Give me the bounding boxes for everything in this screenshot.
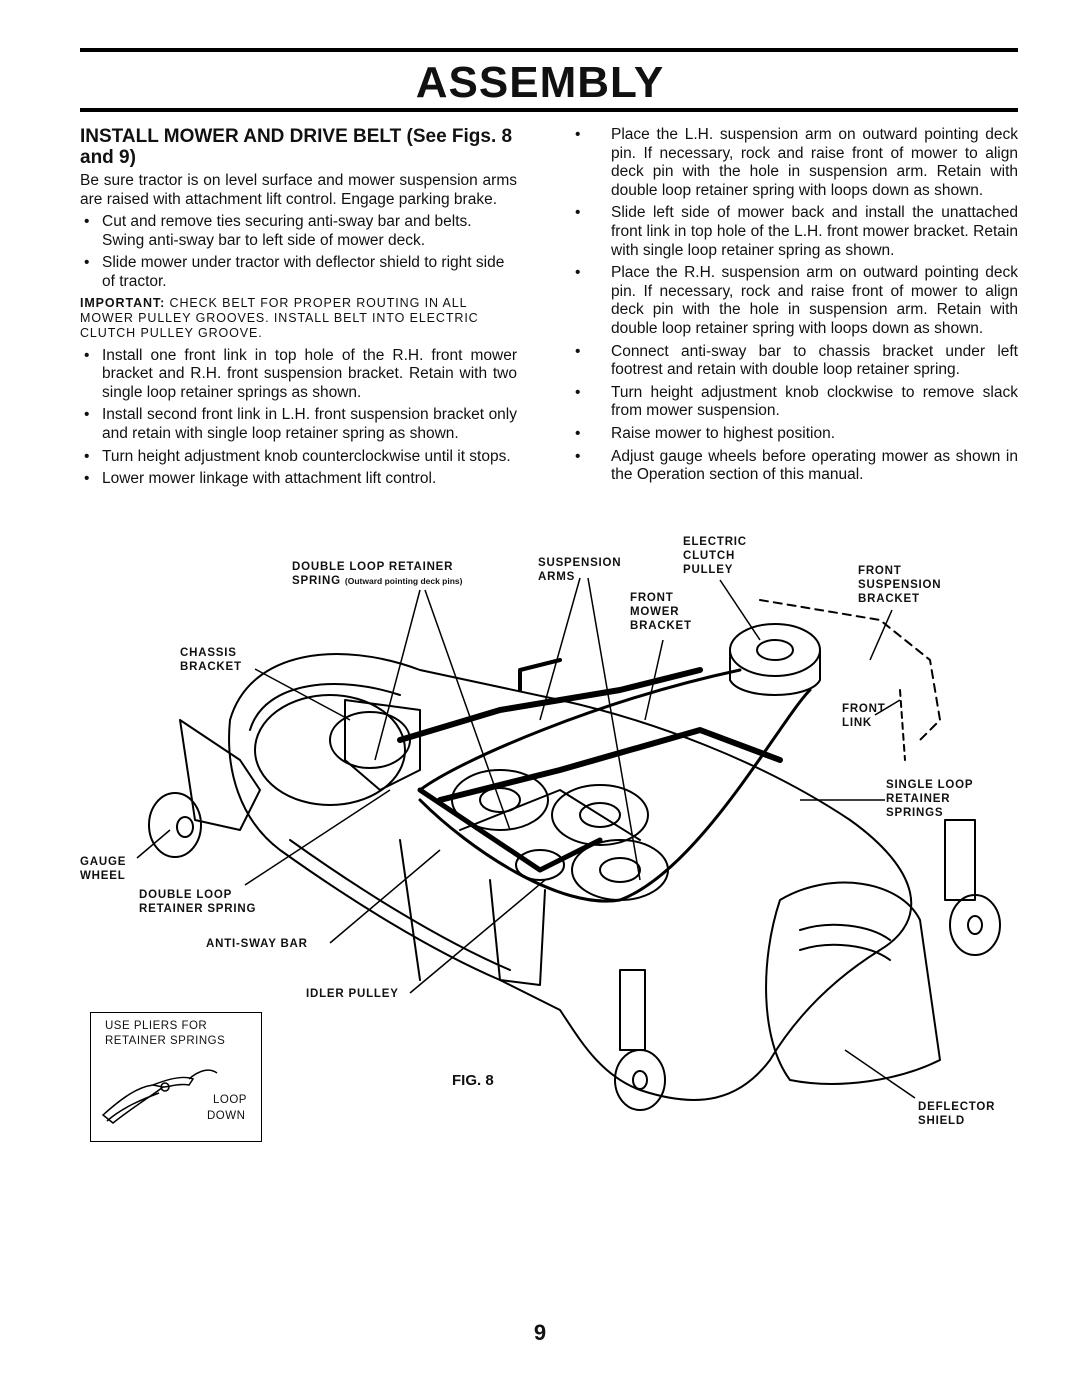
label-deflector-shield: DEFLECTOR SHIELD (918, 1100, 995, 1128)
label-text: FRONT (630, 592, 674, 604)
label-text: PULLEY (683, 564, 734, 576)
list-item: Install second front link in L.H. front … (80, 406, 517, 443)
label-idler-pulley: IDLER PULLEY (306, 988, 399, 1000)
label-text: SHIELD (918, 1115, 965, 1127)
bullet-list-1: Cut and remove ties securing anti-sway b… (80, 213, 517, 291)
label-text: SPRING (292, 575, 341, 587)
label-text: DOUBLE LOOP RETAINER (292, 561, 454, 573)
list-item: Turn height adjustment knob clockwise to… (571, 384, 1018, 421)
label-text: BRACKET (858, 593, 920, 605)
important-label: IMPORTANT: (80, 295, 166, 310)
list-item: Cut and remove ties securing anti-sway b… (80, 213, 517, 250)
gauge-wheel-front (614, 1049, 666, 1111)
label-front-link: FRONT LINK (842, 702, 886, 730)
list-item: Slide left side of mower back and instal… (571, 204, 1018, 260)
label-text: SUSPENSION (538, 557, 622, 569)
top-rule (80, 48, 1018, 52)
right-column: Place the L.H. suspension arm on outward… (571, 126, 1018, 489)
list-item: Raise mower to highest position. (571, 425, 1018, 444)
label-text: SPRINGS (886, 807, 944, 819)
center-spindle-pulley (551, 784, 649, 846)
front-gauge-bracket (619, 969, 646, 1051)
label-front-suspension-bracket: FRONT SUSPENSION BRACKET (858, 564, 941, 606)
pliers-icon (101, 1069, 218, 1124)
list-item: Turn height adjustment knob counterclock… (80, 448, 517, 467)
label-text: MOWER (630, 606, 680, 618)
list-item: Adjust gauge wheels before operating mow… (571, 448, 1018, 485)
deck-outline (228, 653, 913, 1101)
label-electric-clutch-pulley: ELECTRIC CLUTCH PULLEY (683, 535, 747, 577)
right-gauge-bracket (944, 819, 976, 901)
bullet-list-2: Install one front link in top hole of th… (80, 347, 517, 489)
label-text: DOUBLE LOOP (139, 889, 233, 901)
pliers-inset-box: USE PLIERS FOR RETAINER SPRINGS LOOP DOW… (90, 1012, 262, 1142)
label-text: GAUGE (80, 856, 127, 868)
list-item: Connect anti-sway bar to chassis bracket… (571, 343, 1018, 380)
label-text: BRACKET (630, 620, 692, 632)
electric-clutch-pulley (729, 623, 821, 677)
label-text: ARMS (538, 571, 576, 583)
idler-pulley (515, 849, 565, 881)
list-item: Install one front link in top hole of th… (80, 347, 517, 403)
list-item: Place the L.H. suspension arm on outward… (571, 126, 1018, 200)
label-text-with-note: SPRING (Outward pointing deck pins) (292, 574, 463, 588)
page-number: 9 (533, 1320, 547, 1345)
section-heading: INSTALL MOWER AND DRIVE BELT (See Figs. … (80, 126, 513, 168)
page-title: ASSEMBLY (415, 58, 665, 107)
label-text: ELECTRIC (683, 536, 747, 548)
label-text: DEFLECTOR (918, 1101, 996, 1113)
label-suspension-arms: SUSPENSION ARMS (538, 556, 621, 584)
rear-bracket (489, 879, 546, 986)
label-text: FRONT (842, 703, 886, 715)
left-gauge-bracket (179, 719, 261, 831)
important-text: CHECK BELT FOR PROPER ROUTING IN ALL MOW… (80, 295, 479, 340)
label-text: CHASSIS (180, 647, 237, 659)
label-text: RETAINER SPRING (139, 903, 257, 915)
front-suspension-bracket (759, 599, 941, 741)
label-text: CLUTCH (683, 550, 736, 562)
pliers-text-line2: RETAINER SPRINGS (105, 1035, 226, 1047)
label-text: SUSPENSION (858, 579, 942, 591)
label-text: LINK (842, 717, 873, 729)
deflector-shield (765, 881, 941, 1085)
title-rule (80, 108, 1018, 112)
pliers-text-loop: LOOP (213, 1094, 247, 1106)
gauge-wheel-right (949, 894, 1001, 956)
pliers-text-down: DOWN (207, 1110, 246, 1122)
list-item: Place the R.H. suspension arm on outward… (571, 264, 1018, 338)
intro-paragraph: Be sure tractor is on level surface and … (80, 172, 517, 208)
label-single-loop-retainer-springs: SINGLE LOOP RETAINER SPRINGS (886, 778, 973, 820)
label-text: FRONT (858, 565, 902, 577)
bullet-list-right: Place the L.H. suspension arm on outward… (571, 126, 1018, 485)
label-double-loop-retainer: DOUBLE LOOP RETAINER SPRING (Outward poi… (292, 560, 463, 588)
anti-sway-bar (417, 787, 603, 873)
label-text: RETAINER (886, 793, 951, 805)
label-chassis-bracket: CHASSIS BRACKET (180, 646, 242, 674)
list-item: Lower mower linkage with attachment lift… (80, 470, 517, 489)
label-text: SINGLE LOOP (886, 779, 974, 791)
gauge-wheel-left (148, 792, 202, 858)
chassis-bracket (344, 699, 421, 791)
label-text: BRACKET (180, 661, 242, 673)
label-note: (Outward pointing deck pins) (344, 576, 463, 586)
label-double-loop-retainer-spring: DOUBLE LOOP RETAINER SPRING (139, 888, 256, 916)
list-item: Slide mower under tractor with deflector… (80, 254, 517, 291)
important-note: IMPORTANT: CHECK BELT FOR PROPER ROUTING… (80, 296, 517, 341)
left-column: INSTALL MOWER AND DRIVE BELT (See Figs. … (80, 126, 517, 493)
suspension-arm-lh (397, 667, 703, 743)
suspension-arm-rh (437, 727, 783, 803)
left-blade-housing (254, 694, 406, 806)
label-anti-sway-bar: ANTI-SWAY BAR (206, 938, 308, 950)
figure-caption: FIG. 8 (452, 1072, 494, 1089)
label-gauge-wheel: GAUGE WHEEL (80, 855, 126, 883)
label-text: WHEEL (80, 870, 126, 882)
drive-belt (418, 668, 812, 903)
pliers-text-line1: USE PLIERS FOR (105, 1020, 208, 1032)
label-front-mower-bracket: FRONT MOWER BRACKET (630, 591, 692, 633)
